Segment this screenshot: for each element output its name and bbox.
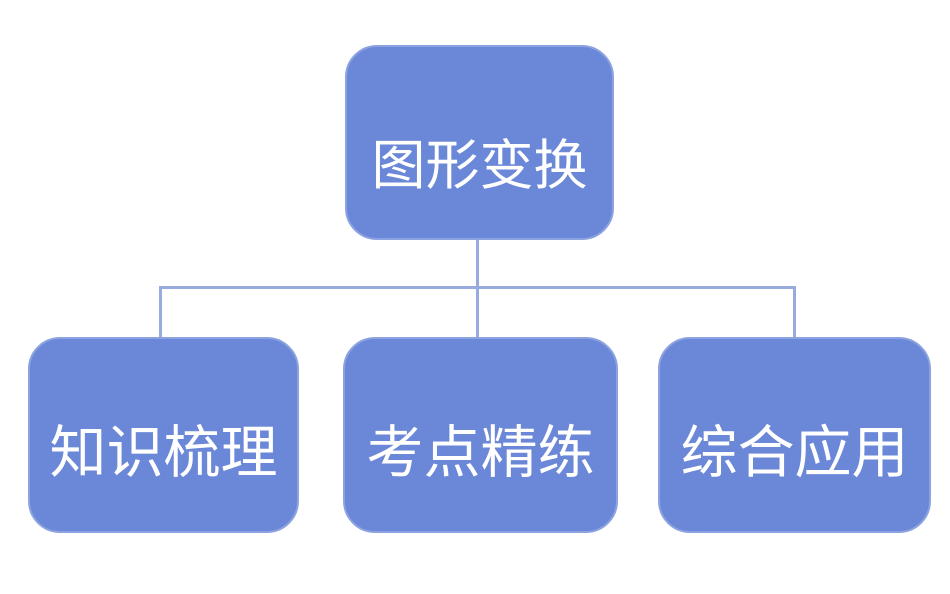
connector-drop-middle	[476, 286, 479, 338]
node-label: 综合应用	[680, 422, 909, 485]
node-label: 考点精练	[366, 422, 595, 485]
node-label: 知识梳理	[49, 422, 278, 485]
connector-root-stem	[476, 239, 479, 289]
node-label: 图形变换	[371, 136, 588, 196]
node-knowledge-review: 知识梳理	[28, 337, 299, 533]
connector-drop-right	[793, 286, 796, 338]
connector-drop-left	[159, 286, 162, 338]
node-comprehensive-application: 综合应用	[658, 337, 931, 533]
node-graphic-transformation: 图形变换	[345, 45, 614, 240]
node-exam-point-practice: 考点精练	[343, 337, 618, 533]
